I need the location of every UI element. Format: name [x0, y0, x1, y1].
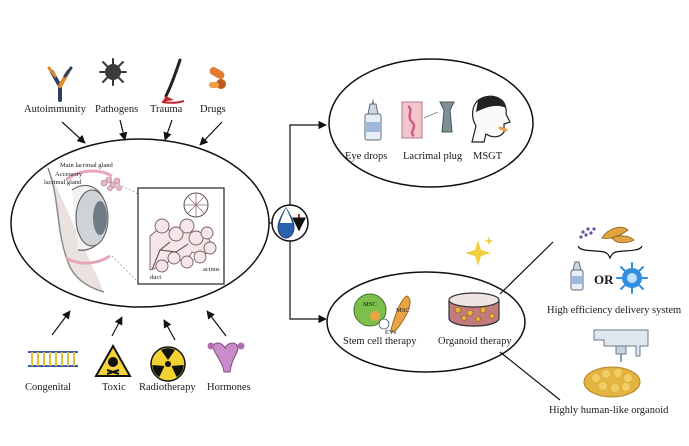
accessory-gland-label-2: lacrimal gland	[44, 179, 82, 186]
scalpel-icon	[161, 58, 185, 104]
arrow-congenital	[51, 310, 71, 336]
arrow-radiotherapy	[163, 319, 176, 341]
future-label-organoid: Highly human-like organoid	[549, 405, 669, 416]
msc-label-1: MSC	[363, 301, 377, 308]
bioprinter-icon	[593, 329, 649, 362]
cell-icon	[601, 226, 635, 244]
dna-icon	[28, 351, 78, 367]
petri-dish-icon	[448, 292, 500, 327]
arrow-trauma	[163, 119, 173, 141]
treatment-label-lacrimal-plug: Lacrimal plug	[403, 151, 463, 162]
future-label-delivery: High efficiency delivery system	[547, 305, 681, 316]
gland-zoom-box	[137, 187, 225, 285]
duct-label: duct	[150, 274, 161, 281]
branch-line-delivery	[499, 241, 554, 295]
cause-label-trauma: Trauma	[150, 104, 183, 115]
branch-line-organoid	[499, 351, 561, 401]
arrow-pathogens	[119, 119, 128, 141]
main-gland-label: Main lacrimal gland	[60, 162, 113, 169]
cause-label-drugs: Drugs	[200, 104, 226, 115]
cause-label-congenital: Congenital	[25, 382, 71, 393]
cause-label-radiotherapy: Radiotherapy	[139, 382, 196, 393]
organoid-icon	[583, 366, 641, 398]
msc-label-2: MSC	[396, 307, 410, 314]
uterus-icon	[207, 342, 245, 373]
eye-drop-bottle-small-icon	[570, 261, 584, 291]
branch-arrow-conventional	[289, 120, 327, 205]
stem-cell-icon	[353, 293, 411, 333]
virus-icon	[99, 58, 127, 86]
therapy-label-organoid: Organoid therapy	[438, 336, 512, 347]
nanoparticle-icon	[579, 227, 596, 239]
antibody-icon	[47, 66, 73, 102]
arrow-toxic	[111, 316, 123, 337]
branch-arrow-emerging	[289, 241, 327, 324]
eye-drop-bottle-icon	[364, 98, 382, 141]
treatment-label-eye-drops: Eye drops	[345, 151, 387, 162]
eye-anatomy-illustration	[47, 167, 139, 293]
cause-label-toxic: Toxic	[102, 382, 126, 393]
lacrimal-plug-icon	[401, 101, 455, 139]
cause-label-autoimmunity: Autoimmunity	[24, 104, 87, 115]
arrow-hormones	[206, 310, 227, 337]
arrow-autoimmunity	[61, 121, 86, 144]
nanocarrier-icon	[616, 262, 648, 294]
radiation-icon	[150, 346, 186, 382]
evs-label: EVs	[385, 329, 397, 336]
arrow-drugs	[199, 121, 223, 146]
therapy-label-stem-cell: Stem cell therapy	[343, 336, 417, 347]
curly-brace	[577, 245, 643, 260]
treatment-label-msgt: MSGT	[473, 151, 503, 162]
toxic-sign-icon	[94, 343, 132, 377]
pills-icon	[209, 67, 226, 89]
cause-label-pathogens: Pathogens	[95, 104, 138, 115]
cause-label-hormones: Hormones	[207, 382, 251, 393]
conventional-treatment-ellipse	[328, 58, 534, 188]
sparkle-icon	[465, 236, 494, 266]
head-profile-icon	[471, 95, 511, 143]
acinus-label: acinus	[203, 266, 220, 273]
or-text: OR	[594, 272, 614, 287]
emerging-therapy-ellipse	[326, 271, 526, 373]
accessory-gland-label-1: Accessory	[55, 171, 83, 178]
